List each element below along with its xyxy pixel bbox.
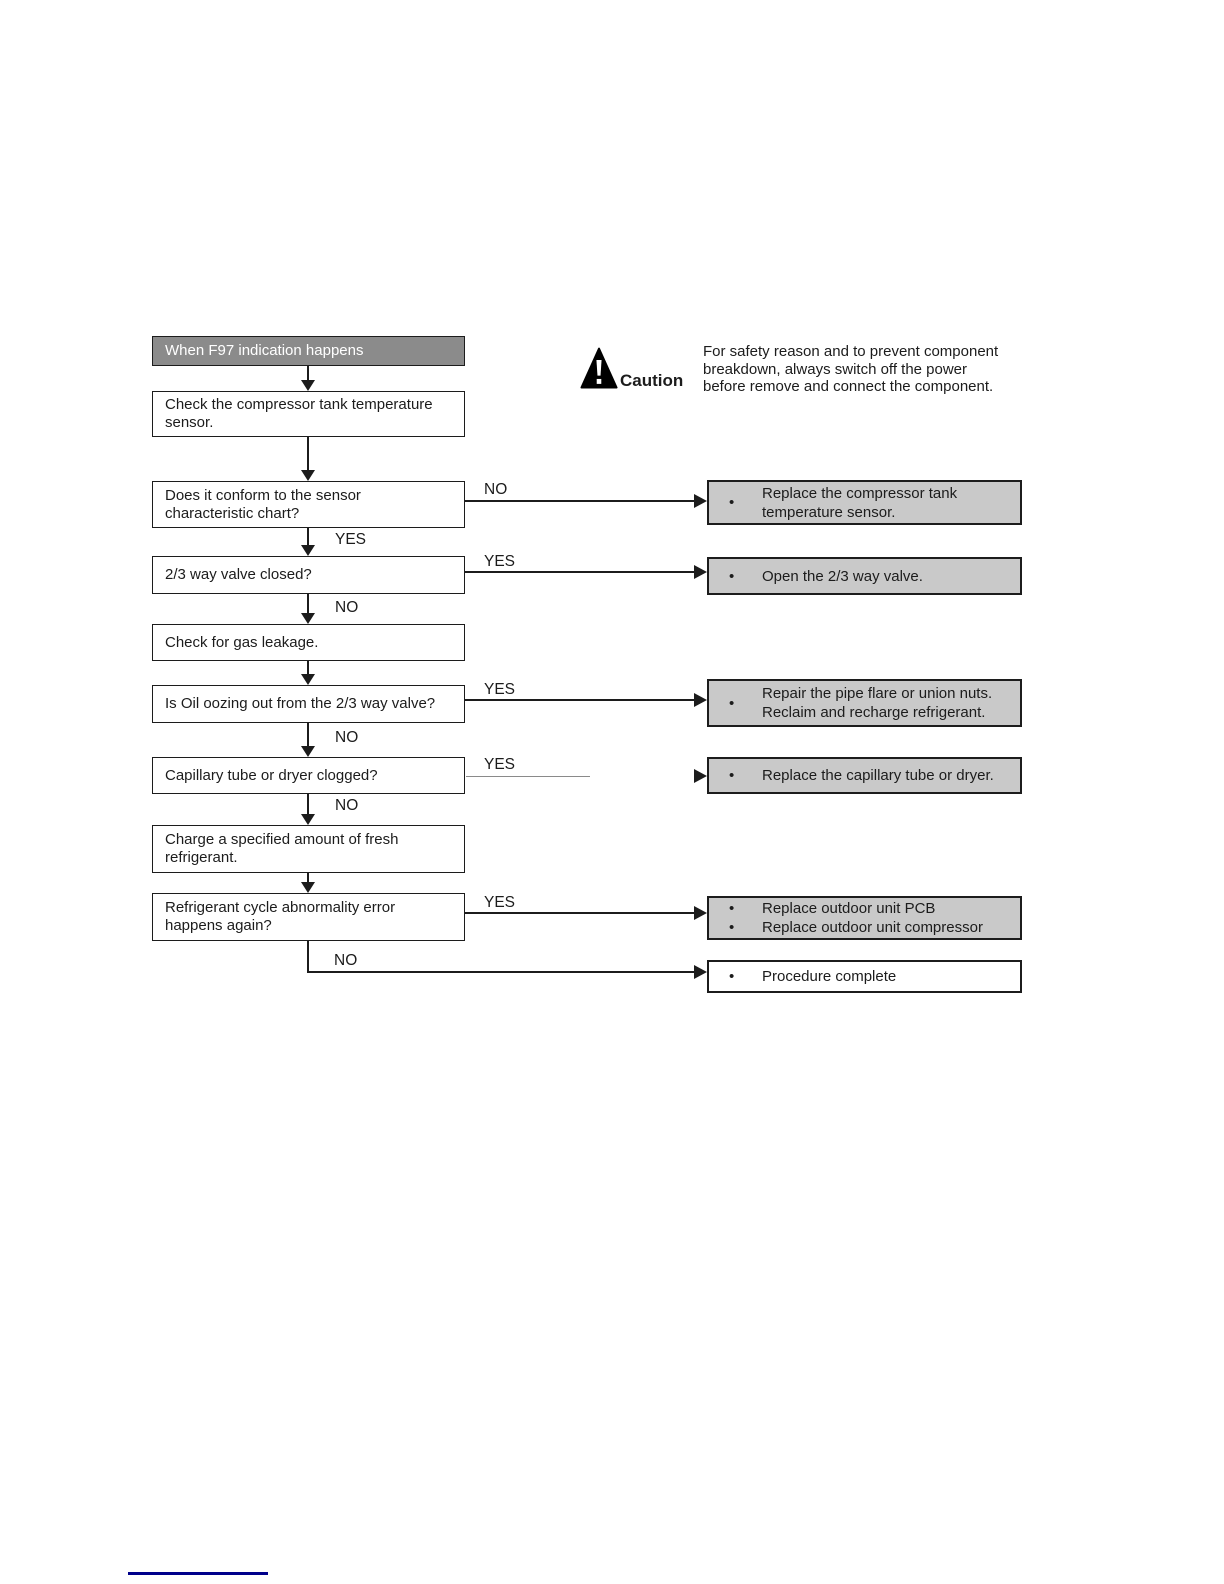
action-text: Open the 2/3 way valve. (762, 567, 1020, 586)
connector-line (307, 941, 309, 973)
arrow-down-icon (301, 470, 315, 481)
edge-label-yes: YES (335, 531, 367, 548)
connector-line-faint (466, 776, 590, 777)
node-conform-chart: Does it conform to the sensor characteri… (152, 481, 465, 528)
node-text-line: Check for gas leakage. (165, 633, 319, 651)
arrow-right-icon (694, 693, 707, 707)
action-bullet-row: • Replace outdoor unit PCB (729, 899, 1020, 918)
connector-line (464, 571, 694, 573)
bullet: • (729, 919, 735, 936)
connector-line (307, 528, 309, 546)
action-replace-pcb-compressor: • Replace outdoor unit PCB • Replace out… (707, 896, 1022, 940)
arrow-down-icon (301, 814, 315, 825)
node-text-line: Capillary tube or dryer clogged? (165, 766, 378, 784)
node-text-line: characteristic chart? (165, 504, 300, 522)
edge-label-yes: YES (484, 681, 516, 698)
action-text-line: Repair the pipe flare or union nuts. (762, 685, 993, 702)
node-text-line: Refrigerant cycle abnormality error (165, 899, 396, 916)
connector-line (307, 594, 309, 614)
arrow-down-icon (301, 380, 315, 391)
connector-line (464, 912, 694, 914)
bullet: • (729, 767, 735, 784)
node-text-line: happens again? (165, 917, 272, 934)
bullet: • (729, 494, 735, 511)
bullet: • (729, 694, 735, 712)
action-text: Replace the capillary tube or dryer. (762, 766, 1020, 785)
action-text: Procedure complete (762, 967, 1020, 986)
node-capillary-clogged: Capillary tube or dryer clogged? (152, 757, 465, 794)
node-text-line: sensor. (165, 414, 214, 431)
edge-label-no: NO (335, 797, 359, 814)
arrow-down-icon (301, 545, 315, 556)
bullet: • (729, 968, 735, 985)
action-text-line: Procedure complete (762, 968, 897, 985)
arrow-right-icon (694, 494, 707, 508)
caution-icon (580, 347, 618, 389)
footer-link[interactable] (128, 1572, 268, 1575)
action-replace-sensor: • Replace the compressor tank temperatur… (707, 480, 1022, 525)
action-bullet-row: • Replace outdoor unit compressor (729, 918, 1020, 937)
node-charge-refrigerant: Charge a specified amount of fresh refri… (152, 825, 465, 873)
edge-label-no: NO (335, 729, 359, 746)
node-gas-leakage: Check for gas leakage. (152, 624, 465, 661)
arrow-down-icon (301, 674, 315, 685)
edge-label-no: NO (335, 599, 359, 616)
node-text-line: Is Oil oozing out from the 2/3 way valve… (165, 695, 436, 712)
arrow-down-icon (301, 613, 315, 624)
connector-line (307, 794, 309, 815)
bullet: • (729, 567, 735, 585)
action-repair-pipe: • Repair the pipe flare or union nuts. R… (707, 679, 1022, 727)
node-text-line: Check the compressor tank temperature (165, 396, 433, 413)
node-start-f97: When F97 indication happens (152, 336, 465, 366)
action-replace-capillary: • Replace the capillary tube or dryer. (707, 757, 1022, 794)
action-text-line: Replace outdoor unit compressor (762, 919, 983, 936)
action-text: Replace the compressor tank temperature … (762, 484, 1020, 522)
connector-line (307, 661, 309, 675)
caution-text-line: before remove and connect the component. (703, 378, 994, 395)
action-text-line: temperature sensor. (762, 503, 896, 521)
caution-text: For safety reason and to prevent compone… (703, 343, 998, 396)
action-open-valve: • Open the 2/3 way valve. (707, 557, 1022, 595)
node-error-again: Refrigerant cycle abnormality error happ… (152, 893, 465, 941)
connector-line (307, 366, 309, 381)
node-text-line: 2/3 way valve closed? (165, 566, 312, 583)
connector-line (464, 500, 694, 502)
node-text-line: Does it conform to the sensor (165, 486, 361, 504)
edge-label-yes: YES (484, 553, 516, 570)
connector-line (307, 971, 695, 973)
edge-label-yes: YES (484, 756, 516, 773)
arrow-down-icon (301, 882, 315, 893)
caution-text-line: For safety reason and to prevent compone… (703, 343, 999, 360)
action-text-line: Replace outdoor unit PCB (762, 900, 936, 917)
connector-line (307, 873, 309, 883)
node-oil-oozing: Is Oil oozing out from the 2/3 way valve… (152, 685, 465, 723)
edge-label-no: NO (484, 481, 508, 498)
caution-label: Caution (620, 371, 684, 390)
arrow-right-icon (694, 965, 707, 979)
node-valve-closed: 2/3 way valve closed? (152, 556, 465, 594)
caution-text-line: breakdown, always switch off the power (703, 360, 968, 378)
node-text-line: Charge a specified amount of fresh (165, 831, 399, 848)
action-procedure-complete: • Procedure complete (707, 960, 1022, 993)
connector-line (307, 437, 309, 471)
bullet: • (729, 900, 735, 917)
action-text-line: Open the 2/3 way valve. (762, 567, 923, 585)
action-text-line: Replace the compressor tank (762, 484, 958, 502)
node-start-label: When F97 indication happens (165, 342, 364, 359)
arrow-right-icon (694, 565, 707, 579)
node-check-sensor: Check the compressor tank temperature se… (152, 391, 465, 437)
arrow-down-icon (301, 746, 315, 757)
arrow-right-icon (694, 769, 707, 783)
edge-label-no: NO (334, 952, 358, 969)
node-text-line: refrigerant. (165, 849, 238, 866)
connector-line (464, 699, 694, 701)
arrow-right-icon (694, 906, 707, 920)
edge-label-yes: YES (484, 894, 516, 911)
action-text-line: Replace the capillary tube or dryer. (762, 767, 994, 784)
action-text-line: Reclaim and recharge refrigerant. (762, 704, 986, 721)
connector-line (307, 723, 309, 747)
action-text: Repair the pipe flare or union nuts. Rec… (762, 684, 1020, 722)
